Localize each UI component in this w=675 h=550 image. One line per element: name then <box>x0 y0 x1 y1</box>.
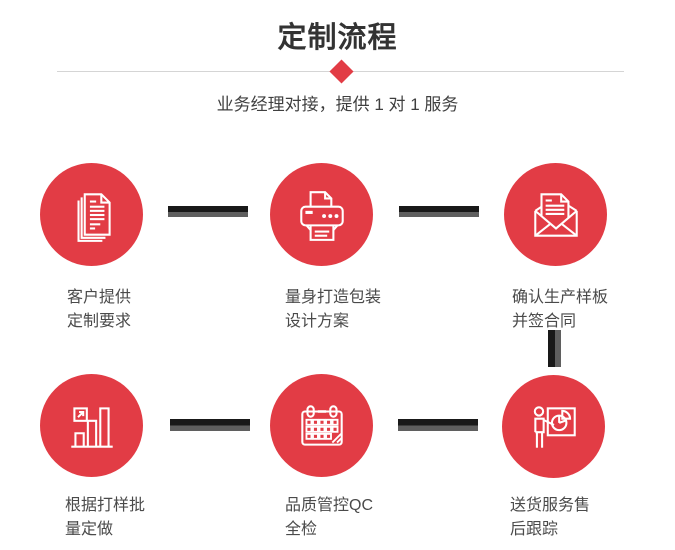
step-3-circle <box>504 163 607 266</box>
step-label-line: 设计方案 <box>285 313 350 330</box>
step-3-label: 确认生产样板 并签合同 <box>512 286 608 334</box>
documents-icon <box>77 192 111 242</box>
printer-icon <box>299 190 344 241</box>
step-label-line: 根据打样批 <box>65 497 146 514</box>
connector-step3-step6 <box>548 330 561 367</box>
envelope-icon <box>533 192 578 237</box>
step-5-circle <box>270 374 373 477</box>
step-1-circle <box>40 163 143 266</box>
presentation-icon <box>533 405 576 448</box>
step-4-circle <box>40 374 143 477</box>
step-6-circle <box>502 375 605 478</box>
page-subtitle: 业务经理对接，提供 1 对 1 服务 <box>216 95 459 114</box>
step-5-label: 品质管控QC 全检 <box>285 494 373 542</box>
page-title: 定制流程 <box>277 22 398 54</box>
calendar-icon <box>300 404 343 446</box>
bar-chart-icon <box>70 406 113 448</box>
step-label-line: 全检 <box>285 521 318 538</box>
step-6-label: 送货服务售 后跟踪 <box>510 494 590 542</box>
step-label-line: 量身打造包装 <box>285 289 382 306</box>
step-label-line: 量定做 <box>65 521 114 538</box>
connector-step1-step2 <box>168 206 248 217</box>
step-1-label: 客户提供 定制要求 <box>67 286 131 334</box>
step-label-line: 品质管控QC <box>285 497 374 514</box>
step-label-line: 确认生产样板 <box>512 289 609 306</box>
step-label-line: 后跟踪 <box>510 521 559 538</box>
step-4-label: 根据打样批 量定做 <box>65 494 145 542</box>
diamond-accent <box>329 59 354 84</box>
step-2-label: 量身打造包装 设计方案 <box>285 286 381 334</box>
step-label-line: 客户提供 <box>67 289 132 306</box>
connector-step5-step6 <box>398 419 478 431</box>
step-label-line: 定制要求 <box>67 313 132 330</box>
step-label-line: 送货服务售 <box>510 497 591 514</box>
connector-step2-step3 <box>399 206 479 217</box>
connector-step4-step5 <box>170 419 250 431</box>
step-2-circle <box>270 163 373 266</box>
step-label-line: 并签合同 <box>512 313 577 330</box>
